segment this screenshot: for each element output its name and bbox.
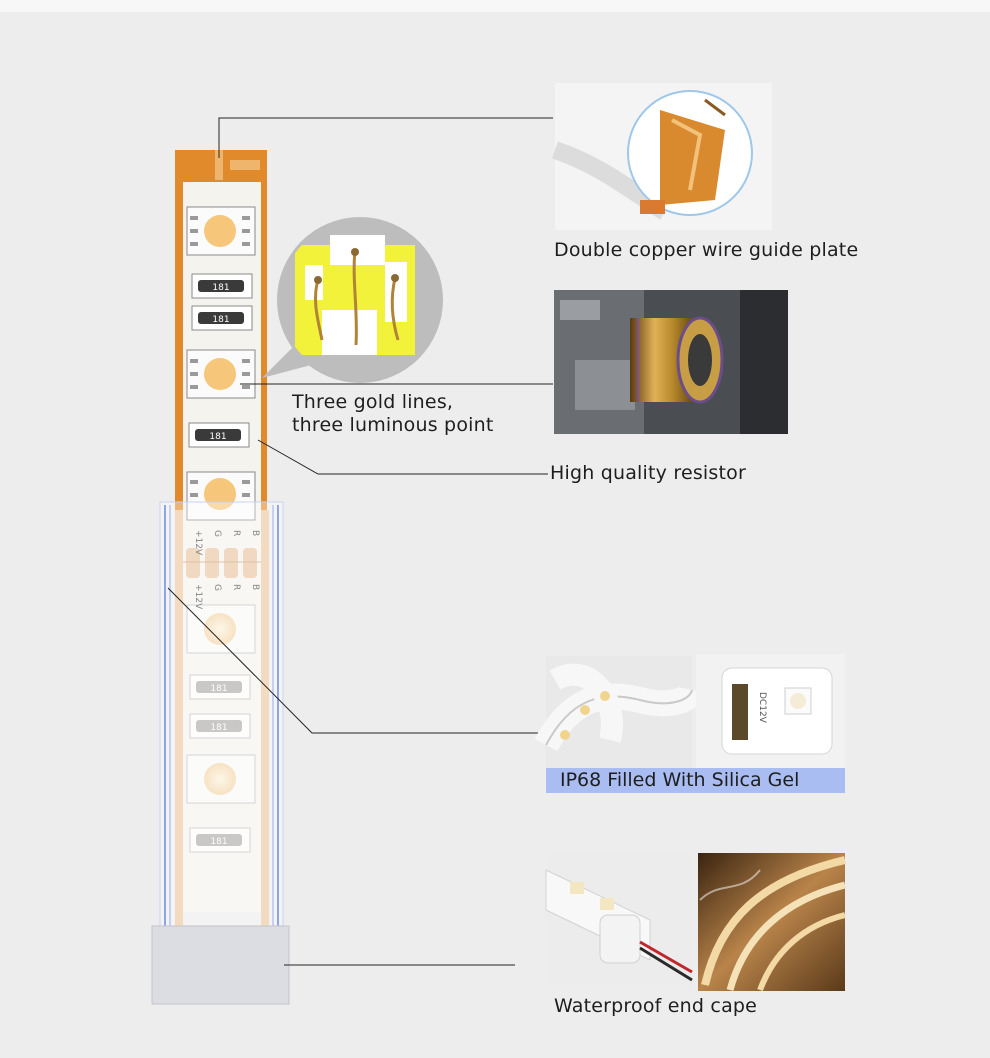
top-strip — [0, 0, 990, 12]
svg-text:B: B — [250, 584, 260, 590]
pad-label-b: B — [250, 530, 260, 536]
pad-label-12v: +12V — [193, 530, 203, 556]
caption-silica: IP68 Filled With Silica Gel — [560, 769, 800, 791]
solder-pads: +12V G R B +12V G R B — [183, 530, 261, 610]
led-chip — [186, 754, 256, 804]
photo-copper-plate — [552, 83, 772, 230]
resistor: 181 — [189, 713, 251, 739]
pad-label-g: G — [212, 530, 222, 537]
magnifier-gold-lines — [262, 217, 443, 383]
leader-lines — [167, 117, 553, 966]
caption-gold-lines-2: three luminous point — [292, 414, 494, 436]
resistor: 181 — [188, 422, 250, 448]
photo-waterproof-splash — [698, 853, 846, 992]
svg-text:181: 181 — [209, 432, 226, 442]
caption-end-cape: Waterproof end cape — [554, 995, 758, 1017]
resistor: 181 — [189, 827, 251, 853]
caption-resistor: High quality resistor — [550, 462, 746, 484]
photo-gold-coil — [554, 290, 788, 434]
led-chip — [186, 206, 256, 256]
photo-silica-strip-endcap: DC12V — [696, 654, 845, 768]
svg-text:181: 181 — [210, 723, 227, 733]
led-chip — [186, 349, 256, 399]
caption-gold-lines-1: Three gold lines, — [292, 391, 454, 413]
caption-band-silica: IP68 Filled With Silica Gel — [546, 768, 845, 793]
svg-text:181: 181 — [212, 283, 229, 293]
led-chip — [186, 604, 256, 654]
svg-text:+12V: +12V — [193, 584, 203, 610]
resistor: 181 — [191, 305, 253, 331]
pad-label-r: R — [231, 530, 241, 536]
caption-copper-wire: Double copper wire guide plate — [554, 239, 859, 261]
svg-text:181: 181 — [210, 684, 227, 694]
svg-text:DC12V: DC12V — [757, 692, 767, 724]
svg-text:181: 181 — [212, 315, 229, 325]
svg-text:181: 181 — [210, 837, 227, 847]
silica-tube — [159, 501, 284, 933]
photo-end-cape — [545, 853, 693, 991]
svg-text:R: R — [231, 584, 241, 590]
led-strip: 181 181 181 181 181 181 — [151, 150, 290, 1005]
resistor: 181 — [191, 273, 253, 299]
svg-text:G: G — [212, 584, 222, 591]
resistor: 181 — [189, 674, 251, 700]
photo-silica-strip-loop — [534, 656, 705, 768]
end-cap — [151, 925, 290, 1005]
